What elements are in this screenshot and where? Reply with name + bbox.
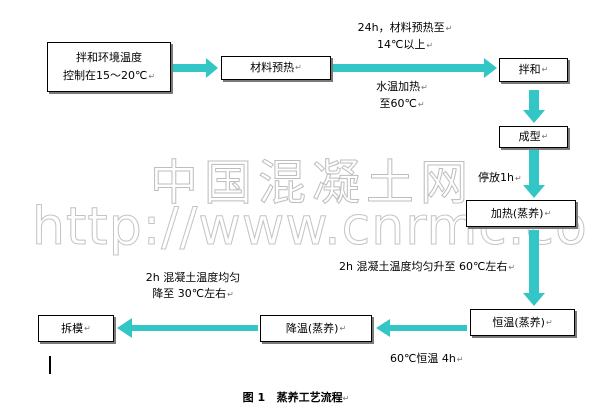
node-cooling-label: 降温(蒸养) [285, 321, 339, 335]
paragraph-mark: ↵ [421, 83, 428, 92]
node-cooling: 降温(蒸养)↵ [260, 315, 372, 342]
label-water-heating: 水温加热↵ 至60℃↵ [357, 79, 447, 113]
paragraph-mark: ↵ [148, 71, 156, 81]
arrow-cooling-to-demold [117, 318, 258, 338]
label-rest-text: 停放1h [478, 171, 514, 184]
label-rise-text: 2h 混凝土温度均匀升至 60℃左右 [339, 260, 508, 273]
paragraph-mark: ↵ [426, 41, 434, 50]
node-preheat-label: 材料预热 [250, 61, 295, 74]
paragraph-mark: ↵ [342, 394, 350, 403]
caption-figure-number: 图 1 [242, 391, 266, 404]
arrow-preheat-to-mixing [332, 58, 497, 78]
paragraph-mark: ↵ [417, 100, 425, 109]
node-constant: 恒温(蒸养)↵ [470, 309, 575, 336]
label-constant-hold: 60℃恒温 4h↵ [390, 351, 464, 368]
label-hold-text: 60℃恒温 4h [390, 352, 456, 365]
arrow-temp-to-preheat [173, 58, 218, 78]
arrow-constant-to-cooling [376, 319, 467, 337]
label-preheat-line2: 14℃以上 [376, 38, 426, 51]
label-cooling: 2h 混凝土温度均匀 降至 30℃左右↵ [128, 270, 258, 303]
node-forming-label: 成型 [518, 130, 541, 143]
label-preheat: 24h，材料预热至↵ 14℃以上↵ [350, 20, 460, 54]
arrow-forming-to-heating [523, 150, 545, 198]
label-preheat-line1: 24h，材料预热至 [357, 21, 445, 34]
paragraph-mark: ↵ [541, 132, 549, 141]
caption-title: 蒸养工艺流程 [276, 391, 343, 404]
node-forming: 成型↵ [499, 126, 568, 148]
paragraph-mark: ↵ [508, 263, 516, 272]
label-temperature-rise: 2h 混凝土温度均匀升至 60℃左右↵ [339, 259, 515, 276]
node-mix-temperature-line1: 拌和环境温度 [76, 50, 142, 64]
node-mix-temperature: 拌和环境温度 控制在15～20℃↵ [47, 42, 171, 92]
paragraph-mark: ↵ [541, 65, 549, 74]
node-demold-label: 拆模 [61, 321, 84, 335]
label-water-line2: 至60℃ [379, 97, 417, 110]
label-cooling-line2: 降至 30℃左右 [152, 287, 227, 300]
label-rest: 停放1h↵ [478, 170, 522, 187]
node-preheat: 材料预热↵ [221, 56, 331, 80]
paragraph-mark: ↵ [339, 323, 347, 333]
paragraph-mark: ↵ [544, 208, 552, 218]
node-mixing-label: 拌和 [518, 63, 541, 76]
label-cooling-line1: 2h 混凝土温度均匀 [145, 271, 241, 284]
node-heating: 加热(蒸养)↵ [466, 200, 576, 227]
node-mixing: 拌和↵ [499, 58, 568, 82]
text-cursor [49, 356, 51, 374]
paragraph-mark: ↵ [514, 174, 522, 183]
paragraph-mark: ↵ [295, 63, 302, 72]
paragraph-mark: ↵ [445, 24, 453, 33]
label-water-line1: 水温加热 [376, 80, 421, 93]
figure-caption: 图 1 蒸养工艺流程↵ [0, 389, 592, 405]
node-demold: 拆模↵ [38, 315, 114, 342]
node-constant-label: 恒温(蒸养) [492, 315, 545, 329]
paragraph-mark: ↵ [545, 317, 553, 327]
paragraph-mark: ↵ [84, 323, 91, 333]
node-heating-label: 加热(蒸养) [490, 206, 544, 220]
node-mix-temperature-line2: 控制在15～20℃ [62, 68, 148, 82]
paragraph-mark: ↵ [227, 290, 234, 299]
paragraph-mark: ↵ [456, 355, 464, 364]
arrow-heating-to-constant [523, 230, 545, 306]
arrow-mixing-to-forming [523, 90, 545, 123]
